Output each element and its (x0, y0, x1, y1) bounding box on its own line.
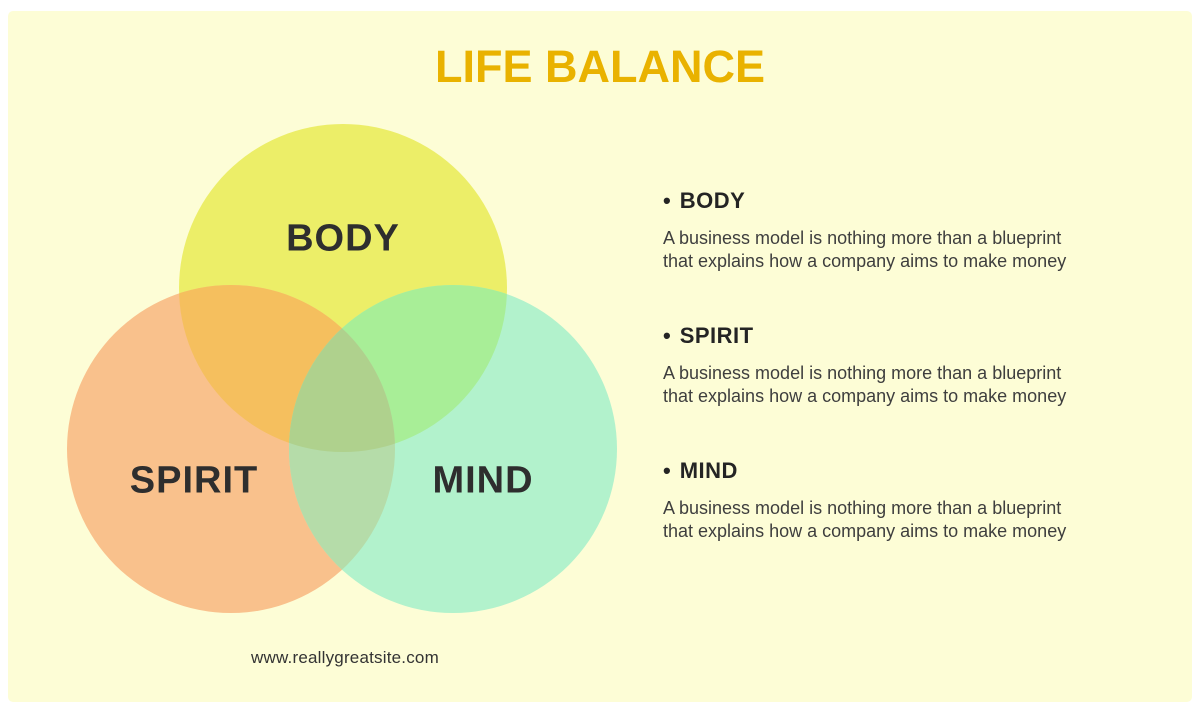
description-line: A business model is nothing more than a … (663, 228, 1062, 249)
mind-circle-label: MIND (432, 459, 534, 502)
spirit-circle-label: SPIRIT (129, 459, 259, 502)
section-heading-text: MIND (679, 458, 738, 483)
section-heading-spirit: • SPIRIT (663, 323, 1133, 348)
section-description-body: A business model is nothing more than a … (663, 227, 1133, 273)
description-line: that explains how a company aims to make… (663, 251, 1067, 272)
body-circle-label: BODY (286, 217, 400, 260)
description-line: A business model is nothing more than a … (663, 363, 1062, 384)
section-description-mind: A business model is nothing more than a … (663, 497, 1133, 543)
section-heading-text: SPIRIT (679, 323, 754, 348)
description-line: A business model is nothing more than a … (663, 498, 1062, 519)
website-url: www.reallygreatsite.com (251, 648, 439, 667)
description-line: that explains how a company aims to make… (663, 521, 1067, 542)
section-heading-body: • BODY (663, 188, 1133, 213)
section-description-spirit: A business model is nothing more than a … (663, 362, 1133, 408)
section-heading-mind: • MIND (663, 458, 1133, 483)
bullet-icon: • (663, 188, 671, 213)
legend-section-spirit: • SPIRIT A business model is nothing more… (663, 323, 1133, 408)
page-title: LIFE BALANCE (435, 41, 765, 92)
legend-section-body: • BODY A business model is nothing more t… (663, 188, 1133, 273)
description-line: that explains how a company aims to make… (663, 386, 1067, 407)
bullet-icon: • (663, 323, 671, 348)
section-heading-text: BODY (679, 188, 746, 213)
bullet-icon: • (663, 458, 671, 483)
legend-section-mind: • MIND A business model is nothing more t… (663, 458, 1133, 543)
triple-overlap (289, 285, 395, 452)
